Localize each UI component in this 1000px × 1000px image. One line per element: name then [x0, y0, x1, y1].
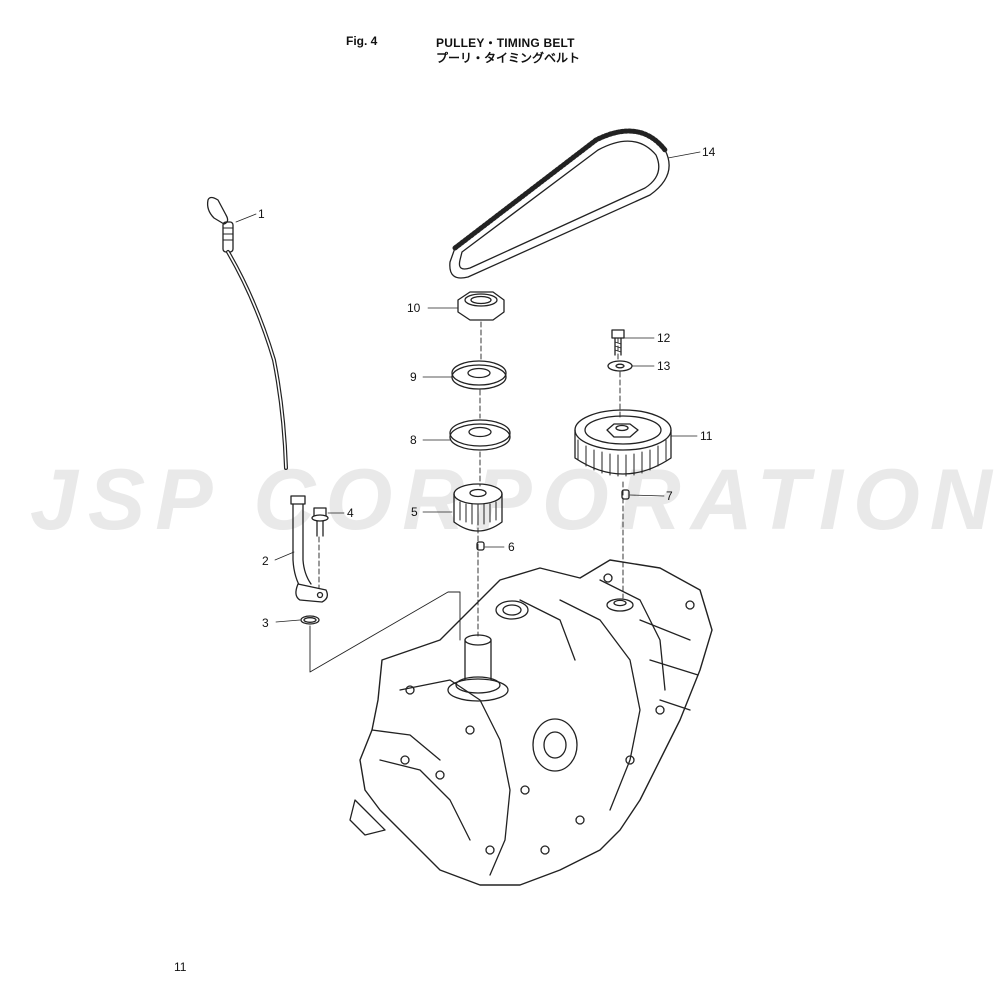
callout-2: 2: [262, 554, 269, 568]
part-washer-9: [451, 360, 507, 390]
part-key-7: [621, 489, 630, 500]
callout-9: 9: [410, 370, 417, 384]
callout-14: 14: [702, 145, 716, 159]
title-english: PULLEY・TIMING BELT: [436, 36, 575, 50]
part-plate-8: [449, 419, 511, 451]
part-guide-tube: [290, 495, 328, 603]
callout-13: 13: [657, 359, 671, 373]
callout-leaders: [235, 151, 701, 623]
title-japanese: プーリ・タイミングベルト: [436, 51, 581, 65]
figure-number: Fig. 4: [346, 34, 378, 48]
part-key-6: [476, 541, 485, 551]
part-crank-pulley: [453, 483, 503, 532]
part-washer-13: [607, 360, 633, 372]
callout-1: 1: [258, 207, 265, 221]
callout-10: 10: [407, 301, 421, 315]
callout-12: 12: [657, 331, 671, 345]
callout-8: 8: [410, 433, 417, 447]
callout-3: 3: [262, 616, 269, 630]
callout-4: 4: [347, 506, 354, 520]
part-o-ring: [300, 615, 320, 625]
part-dipstick: [206, 196, 288, 470]
leader-lines: [309, 321, 624, 673]
part-nut: [457, 291, 505, 321]
callout-7: 7: [666, 489, 673, 503]
callout-6: 6: [508, 540, 515, 554]
callout-11: 11: [700, 429, 713, 443]
part-bolt-4: [311, 507, 329, 537]
part-cam-pulley: [574, 409, 672, 477]
part-timing-belt: [449, 128, 670, 279]
page-number: 11: [174, 960, 187, 974]
watermark: JSP CORPORATION: [30, 452, 1000, 548]
part-cylinder-block: [349, 559, 713, 886]
callout-5: 5: [411, 505, 418, 519]
